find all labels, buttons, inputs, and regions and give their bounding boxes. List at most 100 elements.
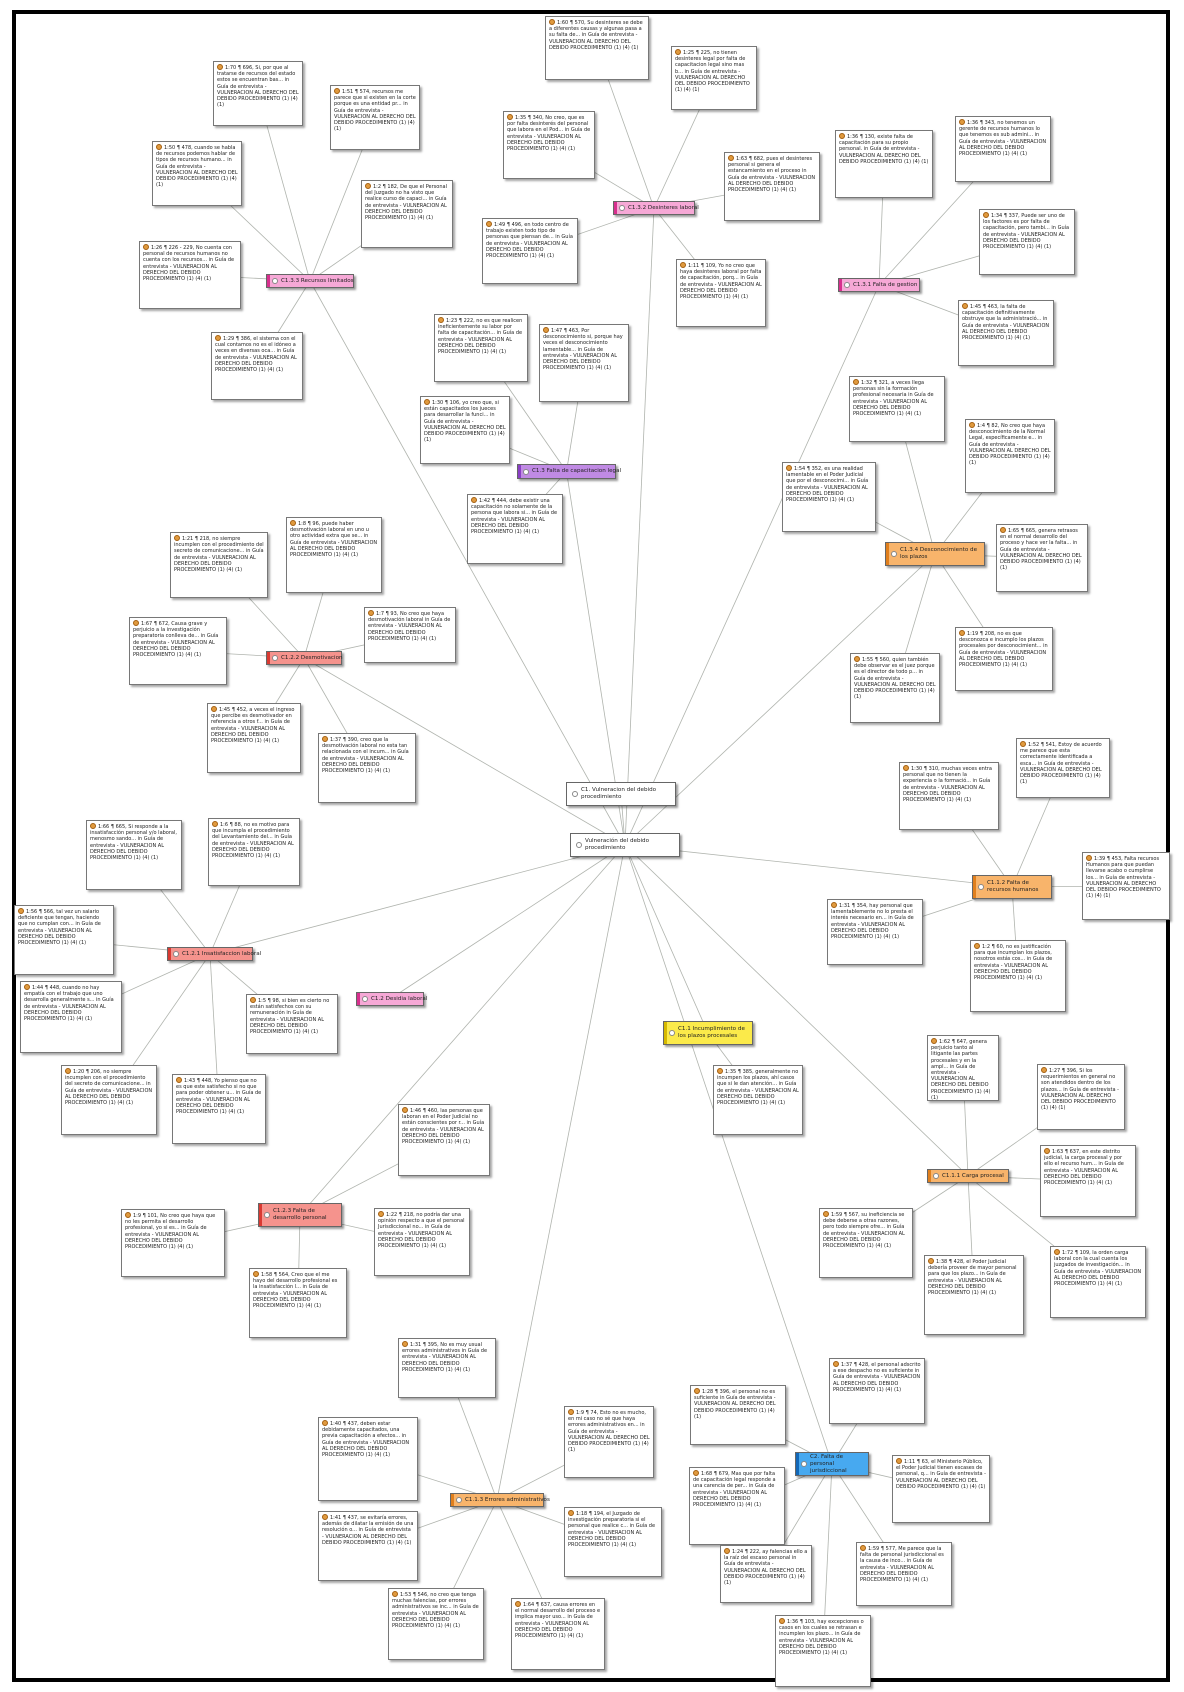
quotation-node[interactable]: 1:8 ¶ 96, puede haber desmotivación labo…	[286, 517, 382, 593]
quotation-node[interactable]: 1:34 ¶ 337, Puede ser uno de los factore…	[979, 209, 1075, 275]
quotation-node[interactable]: 1:9 ¶ 74, Esto no es mucho, en mi caso n…	[564, 1406, 654, 1478]
code-node-c11[interactable]: C1.1 Incumplimiento de los plazos proces…	[663, 1021, 753, 1045]
quotation-node[interactable]: 1:35 ¶ 340, No creo, que es por falta de…	[503, 111, 595, 179]
quotation-node[interactable]: 1:40 ¶ 437, deben estar debidamente capa…	[318, 1417, 418, 1501]
quotation-node[interactable]: 1:36 ¶ 130, existe falta de capacitación…	[835, 130, 933, 198]
code-node-c2[interactable]: C2. Falta de personal jurisdiccional	[795, 1452, 869, 1476]
quotation-node[interactable]: 1:43 ¶ 448, Yo pienso que no es que este…	[172, 1074, 266, 1144]
code-node-c1[interactable]: C1. Vulneracion del debido procedimiento	[566, 782, 676, 806]
quotation-node[interactable]: 1:38 ¶ 428, el Poder Judicial debería pr…	[924, 1255, 1024, 1335]
quotation-node[interactable]: 1:56 ¶ 566, tal vez un salario deficient…	[14, 905, 114, 975]
quotation-node[interactable]: 1:65 ¶ 665, genera retrasos en el normal…	[996, 524, 1088, 592]
code-node-c13[interactable]: C1.3 Falta de capacitacion legal	[517, 464, 621, 479]
quotation-node[interactable]: 1:47 ¶ 463, Por desconocimiento si, porq…	[539, 324, 629, 402]
quotation-node[interactable]: 1:49 ¶ 496, en todo centro de trabajo ex…	[482, 218, 578, 284]
code-node-c134[interactable]: C1.3.4 Desconocimiento de los plazos	[885, 542, 985, 566]
quotation-node[interactable]: 1:6 ¶ 88, no es motivo para que incumpla…	[208, 818, 300, 886]
quotation-node[interactable]: 1:28 ¶ 396, el personal no es suficiente…	[690, 1385, 786, 1445]
quotation-node[interactable]: 1:36 ¶ 343, no tenemos un gerente de rec…	[955, 116, 1051, 182]
quotation-node[interactable]: 1:31 ¶ 354, hay personal que lamentablem…	[827, 899, 923, 965]
quotation-node[interactable]: 1:24 ¶ 222, ay falencias ello a la raíz …	[720, 1545, 812, 1603]
quotation-node[interactable]: 1:30 ¶ 106, yo creo que, si están capaci…	[420, 396, 510, 464]
quotation-node[interactable]: 1:19 ¶ 208, no es que desconozca e incum…	[955, 627, 1053, 691]
code-icon	[978, 884, 984, 890]
quotation-node[interactable]: 1:27 ¶ 396, Si los requerimientos en gen…	[1037, 1064, 1125, 1130]
quote-icon	[833, 1361, 839, 1367]
quotation-node[interactable]: 1:70 ¶ 696, Si, por que al tratarse de r…	[213, 61, 303, 126]
code-node-root[interactable]: Vulneración del debido procedimiento	[570, 833, 680, 857]
quotation-node[interactable]: 1:35 ¶ 385, generalmente no incumpen los…	[713, 1065, 803, 1135]
quotation-node[interactable]: 1:23 ¶ 222, no es que realicen ineficien…	[434, 314, 528, 382]
quotation-node[interactable]: 1:55 ¶ 560, quien también debe observar …	[850, 653, 940, 723]
quotation-node[interactable]: 1:25 ¶ 225, no tienen desinteres legal p…	[671, 46, 757, 110]
quotation-node[interactable]: 1:68 ¶ 679, Mas que por falta de capacit…	[689, 1467, 785, 1545]
quotation-node[interactable]: 1:45 ¶ 452, a veces el ingreso que perci…	[207, 703, 301, 773]
code-node-c111[interactable]: C1.1.1 Carga procesal	[927, 1169, 1009, 1183]
quotation-node[interactable]: 1:2 ¶ 182, De que el Personal del Juzgad…	[361, 180, 453, 248]
quotation-node[interactable]: 1:51 ¶ 574, recursos me parece que si ex…	[330, 85, 420, 150]
code-node-c122[interactable]: C1.2.2 Desmotivacion	[266, 651, 343, 665]
quotation-node[interactable]: 1:7 ¶ 93, No creo que haya desmotivación…	[364, 607, 456, 663]
quotation-node[interactable]: 1:54 ¶ 352, es una realidad lamentable e…	[782, 462, 876, 532]
quotation-node[interactable]: 1:37 ¶ 390, creo que la desmotivación la…	[318, 733, 416, 803]
quotation-node[interactable]: 1:31 ¶ 395, No es muy usual errores admi…	[398, 1338, 496, 1398]
code-icon	[572, 791, 578, 797]
quotation-node[interactable]: 1:59 ¶ 577, Me parece que la falta de pe…	[856, 1542, 952, 1606]
quotation-node[interactable]: 1:18 ¶ 194, el Juzgado de investigación …	[564, 1507, 662, 1577]
code-icon	[669, 1030, 675, 1036]
code-node-c123[interactable]: C1.2.3 Falta de desarrollo personal	[258, 1203, 342, 1227]
quotation-node[interactable]: 1:32 ¶ 321, a veces llega personas sin l…	[849, 376, 945, 442]
quotation-node[interactable]: 1:53 ¶ 546, no creo que tenga muchas fal…	[388, 1588, 484, 1660]
quotation-node[interactable]: 1:4 ¶ 82, No creo que haya desconocimien…	[965, 419, 1055, 493]
quotation-node[interactable]: 1:62 ¶ 647, genera perjuicio tanto al li…	[927, 1035, 999, 1101]
code-node-c112[interactable]: C1.1.2 Falta de recursos humanos	[972, 875, 1052, 899]
quotation-node[interactable]: 1:72 ¶ 109, la orden carga laboral con l…	[1050, 1246, 1146, 1318]
quotation-node[interactable]: 1:44 ¶ 448, cuando no hay empatía con el…	[20, 981, 122, 1053]
quotation-text: 1:2 ¶ 60, no es justificación para que i…	[974, 944, 1053, 982]
quotation-node[interactable]: 1:5 ¶ 98, si bien es cierto no están sat…	[246, 994, 338, 1054]
quotation-node[interactable]: 1:58 ¶ 564, Creo que el me hayo del desa…	[249, 1268, 347, 1338]
quotation-node[interactable]: 1:50 ¶ 478, cuando se habla de recursos …	[152, 141, 242, 206]
quotation-node[interactable]: 1:64 ¶ 637, causa errores en el normal d…	[511, 1598, 605, 1670]
quotation-text: 1:60 ¶ 570, Su desinteres se debe a dife…	[549, 20, 643, 51]
code-node-c133[interactable]: C1.3.3 Recursos limitados	[266, 274, 354, 288]
quotation-node[interactable]: 1:30 ¶ 310, muchas veces entra personal …	[899, 762, 999, 830]
code-label: C1.2.3 Falta de desarrollo personal	[273, 1208, 327, 1221]
quotation-node[interactable]: 1:36 ¶ 103, hay excepciones o casos en l…	[775, 1615, 871, 1687]
code-color-bar	[886, 543, 889, 565]
quotation-node[interactable]: 1:39 ¶ 453, Falta recursos Humanos para …	[1082, 852, 1170, 920]
code-node-c121[interactable]: C1.2.1 Insatisfaccion laboral	[167, 947, 261, 961]
quotation-node[interactable]: 1:66 ¶ 665, Si responde a la insatisfacc…	[86, 820, 182, 890]
code-node-c12[interactable]: C1.2 Desidia laboral	[356, 992, 427, 1006]
quotation-node[interactable]: 1:20 ¶ 206, no siempre incumplen con el …	[61, 1065, 157, 1135]
quotation-node[interactable]: 1:11 ¶ 63, el Ministerio Público, el Pod…	[892, 1455, 990, 1523]
quotation-node[interactable]: 1:21 ¶ 218, no siempre incumplen con el …	[170, 532, 268, 598]
quotation-node[interactable]: 1:26 ¶ 226 - 229, No cuenta con personal…	[139, 241, 241, 309]
quotation-node[interactable]: 1:22 ¶ 218, no podría dar una opinión re…	[374, 1208, 470, 1276]
quotation-node[interactable]: 1:11 ¶ 109, Yo no creo que haya desinter…	[676, 259, 766, 327]
quotation-node[interactable]: 1:63 ¶ 682, pues el desinteres personal …	[724, 152, 820, 221]
quotation-text: 1:65 ¶ 665, genera retrasos en el normal…	[1000, 528, 1082, 572]
code-node-c113[interactable]: C1.1.3 Errores administrativos	[450, 1493, 550, 1507]
quotation-text: 1:59 ¶ 567, su ineficiencia se debe debe…	[823, 1212, 905, 1250]
quotation-node[interactable]: 1:67 ¶ 672, Causa grave y perjuicio a la…	[129, 617, 227, 685]
quotation-node[interactable]: 1:37 ¶ 428, el personal adscrito a ese d…	[829, 1358, 925, 1424]
quotation-node[interactable]: 1:9 ¶ 101, No creo que haya que no les p…	[121, 1209, 225, 1277]
quotation-node[interactable]: 1:29 ¶ 386, el sistema con el cual conta…	[211, 332, 303, 400]
quotation-text: 1:47 ¶ 463, Por desconocimiento si, porq…	[543, 328, 623, 372]
quotation-text: 1:19 ¶ 208, no es que desconozca e incum…	[959, 631, 1048, 669]
quotation-node[interactable]: 1:2 ¶ 60, no es justificación para que i…	[970, 940, 1066, 1012]
quotation-node[interactable]: 1:63 ¶ 637, en este distrito judicial, l…	[1040, 1145, 1136, 1217]
quotation-node[interactable]: 1:42 ¶ 444, debe existir una capacitació…	[467, 494, 563, 564]
code-node-c132[interactable]: C1.3.2 Desinteres laboral	[613, 201, 699, 215]
code-node-c131[interactable]: C1.3.1 Falta de gestion	[838, 278, 920, 292]
quote-icon	[854, 656, 860, 662]
code-color-bar	[796, 1453, 799, 1475]
quotation-node[interactable]: 1:46 ¶ 460, las personas que laboran en …	[398, 1104, 490, 1176]
quotation-node[interactable]: 1:60 ¶ 570, Su desinteres se debe a dife…	[545, 16, 649, 80]
quotation-node[interactable]: 1:45 ¶ 463, la falta de capacitación def…	[958, 300, 1054, 366]
quotation-node[interactable]: 1:41 ¶ 437, se evitaría errores, además …	[318, 1511, 418, 1581]
quotation-node[interactable]: 1:59 ¶ 567, su ineficiencia se debe debe…	[819, 1208, 913, 1278]
quotation-node[interactable]: 1:52 ¶ 541, Estoy de acuerdo me parece q…	[1016, 738, 1110, 798]
quotation-text: 1:28 ¶ 396, el personal no es suficiente…	[694, 1389, 776, 1420]
